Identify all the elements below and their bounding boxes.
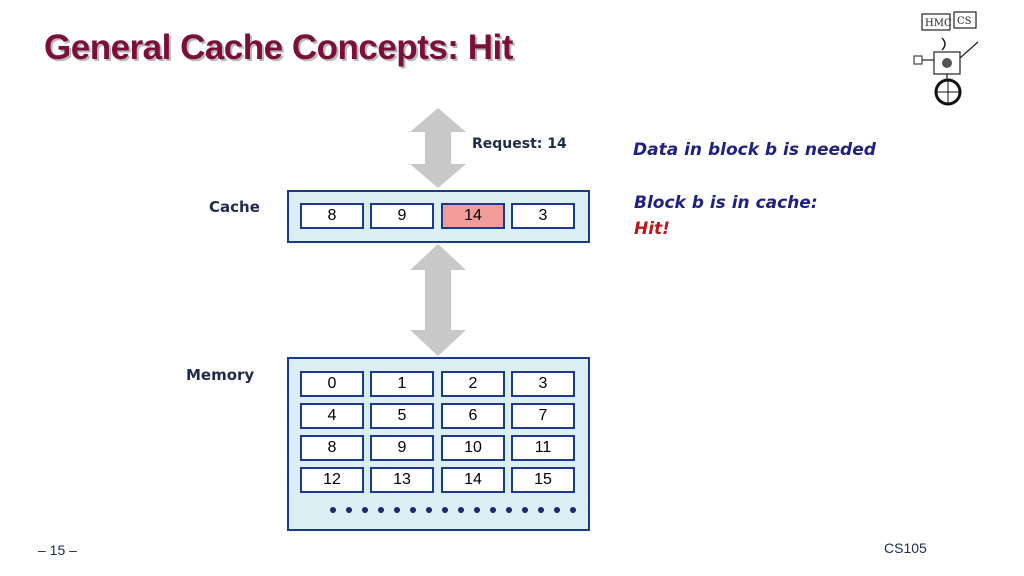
slide-title: General Cache Concepts: Hit — [44, 28, 513, 67]
cache-block: 9 — [370, 203, 434, 229]
memory-block: 14 — [441, 467, 505, 493]
memory-block: 0 — [300, 371, 364, 397]
cache-block-hit: 14 — [441, 203, 505, 229]
hmc-cs-logo: HMC CS — [913, 11, 979, 106]
svg-text:CS: CS — [957, 16, 972, 27]
note-block-in-cache: Block b is in cache: — [634, 193, 818, 213]
memory-ellipsis — [330, 503, 580, 517]
request-arrow — [410, 108, 466, 188]
memory-block: 15 — [511, 467, 575, 493]
cache-block: 3 — [511, 203, 575, 229]
transfer-arrow — [410, 244, 466, 356]
note-data-needed: Data in block b is needed — [633, 140, 876, 160]
memory-block: 4 — [300, 403, 364, 429]
note-hit: Hit! — [634, 219, 670, 239]
page-number: – 15 – — [38, 542, 77, 558]
memory-block: 7 — [511, 403, 575, 429]
memory-block: 10 — [441, 435, 505, 461]
request-label: Request: 14 — [472, 136, 567, 152]
memory-block: 12 — [300, 467, 364, 493]
memory-block: 2 — [441, 371, 505, 397]
memory-block: 13 — [370, 467, 434, 493]
cache-label: Cache — [209, 198, 260, 216]
memory-block: 6 — [441, 403, 505, 429]
memory-block: 11 — [511, 435, 575, 461]
memory-block: 3 — [511, 371, 575, 397]
memory-block: 1 — [370, 371, 434, 397]
memory-block: 9 — [370, 435, 434, 461]
memory-block: 5 — [370, 403, 434, 429]
memory-block: 8 — [300, 435, 364, 461]
course-name: CS105 — [884, 540, 927, 556]
svg-text:HMC: HMC — [925, 18, 952, 29]
memory-label: Memory — [186, 366, 255, 384]
cache-block: 8 — [300, 203, 364, 229]
